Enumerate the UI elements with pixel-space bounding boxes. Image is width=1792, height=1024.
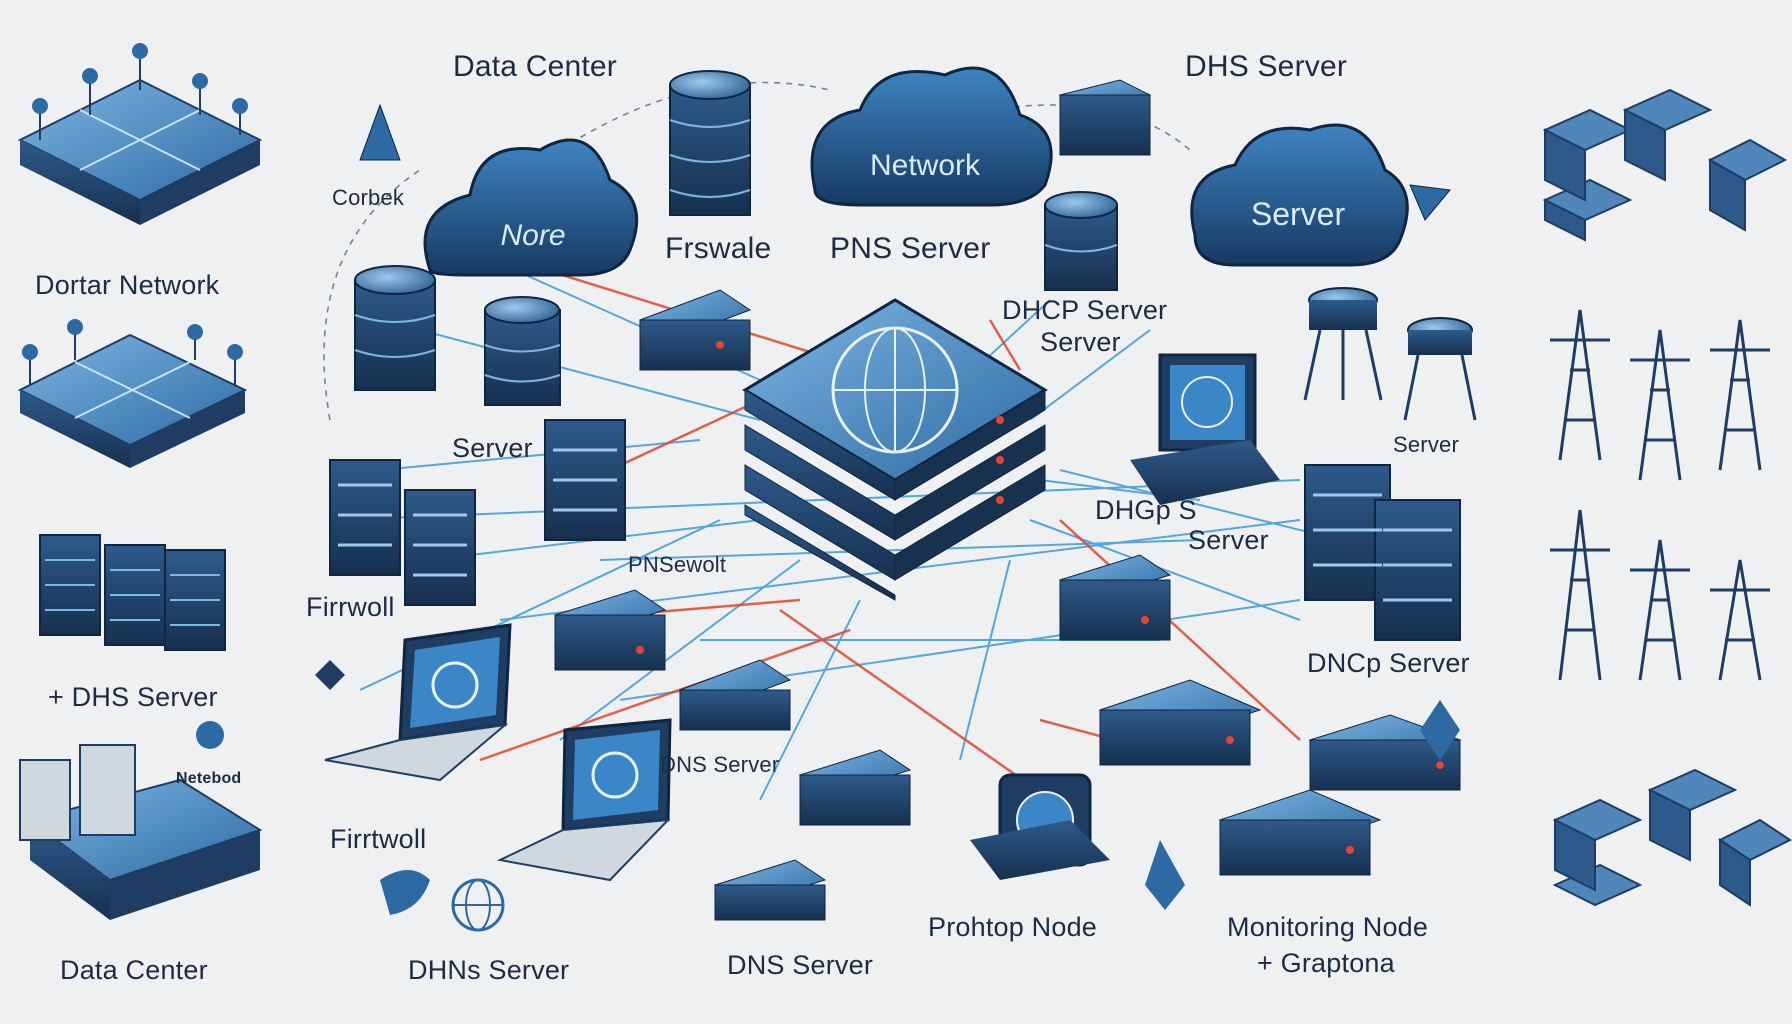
switch-7 — [1098, 679, 1262, 766]
leaf-icon-bottom — [380, 870, 430, 915]
label-firrwoll: Firrwoll — [306, 592, 395, 622]
diamond-icon-left — [315, 660, 345, 690]
laptop-1 — [324, 623, 512, 782]
label-dhgp-s-line2: Server — [1188, 525, 1269, 555]
label-monitoring-node-line1: Monitoring Node — [1227, 912, 1429, 942]
label-dhgp-s-line1: DHGp S — [1095, 495, 1197, 525]
switch-2 — [553, 589, 667, 671]
db-left-2 — [484, 296, 561, 406]
laptop-2 — [496, 718, 672, 882]
db-left-1 — [354, 265, 436, 391]
label-netebod: Netebod — [176, 770, 242, 787]
switch-3 — [678, 659, 792, 731]
label-dhcp-server-line1: DHCP Server — [1002, 295, 1168, 325]
right-grid-cubes — [1542, 88, 1792, 907]
right-power-pylons — [1550, 309, 1770, 681]
switch-10 — [1058, 79, 1152, 156]
rack-group-left — [329, 419, 626, 606]
label-corbek: Corbek — [332, 185, 405, 210]
label-dhs-server-top: DHS Server — [1185, 50, 1348, 83]
db-tower-2 — [1403, 317, 1477, 421]
switch-1 — [638, 289, 752, 371]
label-data-center-bottom: Data Center — [60, 955, 208, 985]
cloud-nore: Nore — [423, 138, 639, 277]
label-frswale: Frswale — [665, 232, 772, 265]
rack-group-right — [1304, 464, 1461, 641]
label-prohtop-node: Prohtop Node — [928, 912, 1098, 942]
database-cylinders — [354, 70, 1477, 421]
corbek-icon — [359, 103, 401, 161]
netebod-icon — [196, 721, 224, 749]
cloud-nore-label: Nore — [500, 219, 565, 252]
left-data-center-racks — [19, 744, 263, 920]
label-dhns-server: DHNs Server — [408, 955, 570, 985]
label-pnsewolt: PNSewolt — [628, 552, 727, 577]
switch-6 — [1058, 554, 1172, 641]
left-grid-network-top — [17, 43, 263, 225]
label-data-center-top: Data Center — [453, 50, 617, 83]
label-dhcp-server-line2: Server — [1040, 327, 1121, 357]
label-dns-server-mid: DNS Server — [660, 752, 780, 777]
cloud-network: Network — [810, 66, 1053, 207]
cloud-server-label: Server — [1251, 196, 1346, 232]
core-router-stack — [742, 298, 1048, 601]
label-dhs-server-left: + DHS Server — [48, 682, 218, 712]
server-racks — [329, 419, 1461, 641]
label-server-left: Server — [452, 433, 533, 463]
switch-8 — [1218, 789, 1382, 876]
globe-icon-bottom — [451, 878, 505, 932]
star-icon-bottom — [1145, 840, 1185, 910]
db-tower-1 — [1303, 287, 1383, 401]
triangle-icon-right — [1409, 184, 1451, 221]
monitor-dhcp — [1130, 353, 1280, 505]
label-dncp-server: DNCp Server — [1307, 648, 1470, 678]
label-server-right: Server — [1393, 432, 1459, 457]
db-frswale — [669, 70, 751, 216]
left-grid-network-mid — [17, 319, 248, 468]
label-firrtwoll: Firrtwoll — [330, 824, 427, 854]
db-top-right — [1044, 191, 1118, 291]
diamond-icon-right — [1420, 700, 1460, 760]
left-server-racks — [39, 534, 226, 651]
switch-5 — [713, 859, 827, 921]
switch-4 — [798, 749, 912, 826]
label-dns-server-bottom: DNS Server — [727, 950, 874, 980]
cloud-server: Server — [1190, 123, 1409, 267]
label-pns-server-top: PNS Server — [830, 232, 991, 265]
cloud-network-label: Network — [870, 149, 981, 182]
label-dortar-network: Dortar Network — [35, 270, 220, 300]
label-monitoring-node-line2: + Graptona — [1257, 948, 1395, 978]
monitor-prohtop — [970, 773, 1110, 880]
dashed-arcs — [323, 81, 1191, 421]
